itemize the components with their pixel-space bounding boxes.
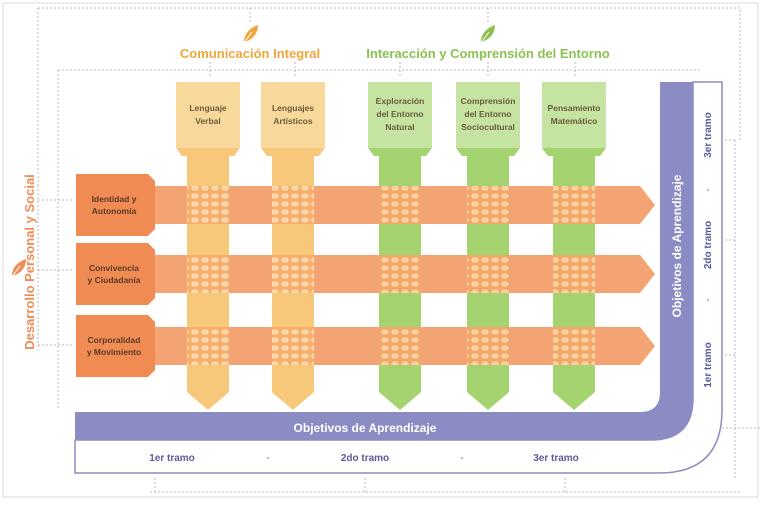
weave-intersection (467, 255, 509, 293)
weave-intersection (272, 255, 314, 293)
dashed-guides (37, 7, 760, 493)
column-label: Matemático (551, 116, 598, 126)
weave-intersection (553, 255, 595, 293)
row-label: Identidad y (92, 194, 137, 204)
tramo-separator: - (703, 298, 714, 301)
tramo-1-label: 1er tramo (149, 453, 195, 464)
row-label: y Movimiento (87, 347, 141, 357)
tramo-2-label: 2do tramo (341, 453, 389, 464)
row-label-box: Corporalidad y Movimiento (76, 315, 155, 377)
row-label-box: Identidad y Autonomía (76, 174, 155, 236)
column-label: Exploración (376, 96, 425, 106)
column-label: Artísticos (273, 116, 312, 126)
row-label: Convivencia (89, 263, 139, 273)
weave-intersection (187, 186, 229, 224)
leaf-icon (10, 259, 26, 279)
header-interaccion: Interacción y Comprensión del Entorno (366, 46, 609, 61)
column-label: Pensamiento (548, 103, 601, 113)
tramos-band (74, 81, 723, 474)
tramo-separator: - (703, 188, 714, 191)
row-label-box: Convivencia y Ciudadanía (76, 243, 155, 305)
column-label: Natural (385, 122, 414, 132)
tramo-separator: - (460, 453, 463, 464)
weave-intersection (467, 327, 509, 365)
tramo-3-label: 3er tramo (533, 453, 579, 464)
weave-intersection (379, 255, 421, 293)
column-label: del Entorno (376, 109, 423, 119)
tramo-1-side-label: 1er tramo (703, 342, 714, 388)
column-label: Sociocultural (461, 122, 515, 132)
tramo-3-side-label: 3er tramo (703, 112, 714, 158)
weave-intersection (553, 186, 595, 224)
weave-intersection (467, 186, 509, 224)
leaf-icon (479, 25, 495, 45)
weave-intersection (379, 327, 421, 365)
weave-intersection (379, 186, 421, 224)
weave-intersection (553, 327, 595, 365)
header-desarrollo: Desarrollo Personal y Social (22, 174, 37, 350)
row-label: Autonomía (92, 206, 137, 216)
row-label: Corporalidad (88, 335, 141, 345)
objetivos-side-label: Objetivos de Aprendizaje (670, 174, 684, 317)
objetivos-bottom-label: Objetivos de Aprendizaje (294, 421, 437, 435)
column-label: Comprensión (461, 96, 516, 106)
tramo-2-side-label: 2do tramo (703, 221, 714, 269)
leaf-icon (242, 25, 258, 45)
tramo-separator: - (266, 453, 269, 464)
weave-intersection (187, 255, 229, 293)
weave-intersection (272, 186, 314, 224)
header-comunicacion: Comunicación Integral (180, 46, 320, 61)
outer-frame (2, 2, 759, 498)
weave-intersection (187, 327, 229, 365)
column-label: Verbal (195, 116, 221, 126)
column-label: Lenguaje (189, 103, 227, 113)
row-label: y Ciudadanía (88, 275, 141, 285)
column-label: del Entorno (464, 109, 511, 119)
weave-intersection (272, 327, 314, 365)
column-label: Lenguajes (272, 103, 314, 113)
